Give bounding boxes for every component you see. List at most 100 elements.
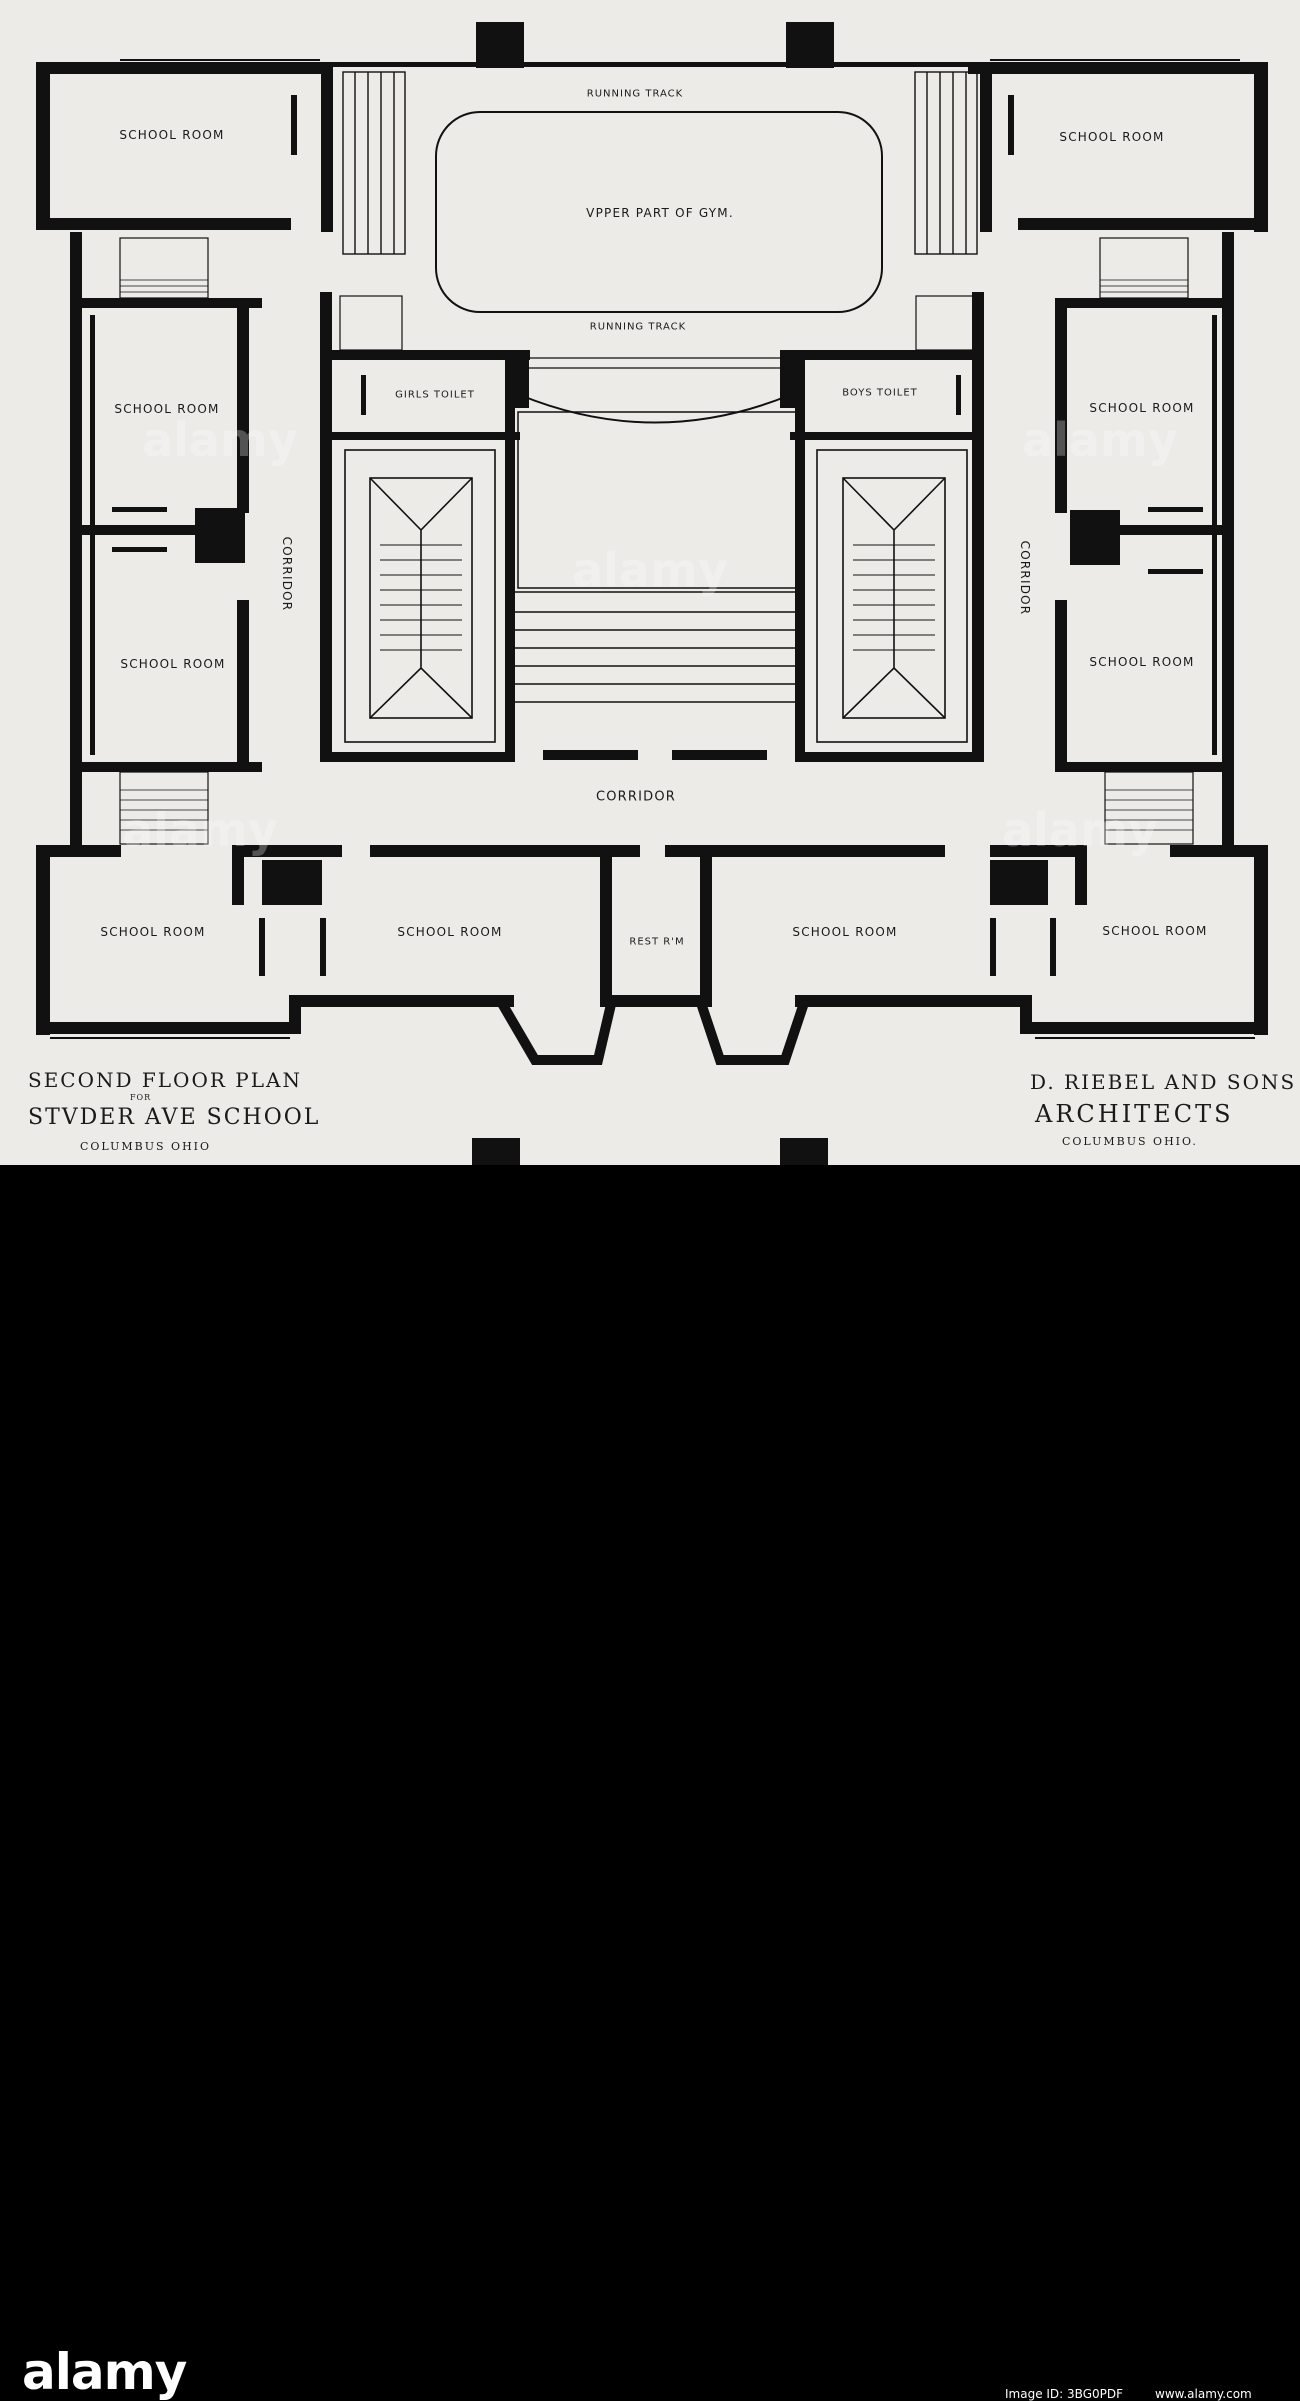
tower-pier — [472, 1138, 520, 1165]
wall — [321, 62, 333, 232]
wall — [968, 62, 1266, 74]
watermark: alamy — [1002, 803, 1158, 857]
radiator — [1148, 569, 1203, 574]
wall — [90, 315, 95, 755]
alamy-logo[interactable]: alamy — [22, 2343, 187, 2401]
wall — [36, 845, 50, 1035]
radiator — [112, 507, 167, 512]
wall — [1085, 525, 1225, 535]
bay-window-east — [695, 998, 810, 1065]
light-well-east — [816, 449, 968, 743]
watermark: alamy — [122, 803, 278, 857]
floor-plan-drawing — [36, 22, 1268, 1165]
radiator — [990, 918, 996, 976]
wall — [36, 62, 50, 230]
watermark: alamy — [1022, 413, 1178, 467]
stage-arc — [519, 394, 791, 424]
wall — [1170, 845, 1268, 857]
wall — [795, 358, 805, 756]
wall — [990, 845, 1075, 857]
wall — [795, 995, 1030, 1007]
wall — [330, 432, 520, 440]
wall — [289, 995, 514, 1007]
wall — [36, 218, 291, 230]
title-school-name: STVDER AVE SCHOOL — [28, 1105, 321, 1130]
wall — [600, 995, 712, 1007]
label-corridor-west: CORRIDOR — [280, 536, 294, 612]
watermark: alamy — [142, 413, 298, 467]
room-label-school-room-w1: SCHOOL ROOM — [114, 402, 220, 416]
room-label-school-room-s2: SCHOOL ROOM — [397, 925, 503, 939]
stair-gym-east — [915, 295, 979, 351]
radiator — [1050, 918, 1056, 976]
closet-block — [262, 860, 322, 905]
label-corridor-main: CORRIDOR — [595, 789, 677, 805]
room-label-school-room-nw: SCHOOL ROOM — [119, 128, 225, 142]
radiator — [112, 547, 167, 552]
radiator — [259, 918, 265, 976]
architect-location: COLUMBUS OHIO. — [1062, 1135, 1198, 1148]
skylight-east — [842, 477, 946, 719]
wall — [672, 750, 767, 760]
wall — [82, 298, 262, 308]
architect-name: D. RIEBEL AND SONS — [1030, 1070, 1297, 1094]
image-id-text: Image ID: 3BG0PDF — [1005, 2387, 1124, 2401]
label-upper-part-of-gym: VPPER PART OF GYM. — [586, 206, 734, 220]
wall — [700, 855, 712, 1005]
stair-east-south — [1104, 771, 1194, 845]
wall — [543, 750, 638, 760]
wall — [972, 292, 984, 762]
pier — [780, 360, 802, 408]
stage-area — [517, 411, 799, 589]
wall — [237, 600, 249, 772]
tower-pier — [780, 1138, 828, 1165]
wall — [36, 1022, 301, 1034]
architect-title: ARCHITECTS — [1035, 1100, 1234, 1128]
wall — [232, 845, 342, 857]
room-label-school-room-s3: SCHOOL ROOM — [792, 925, 898, 939]
wall — [330, 752, 515, 762]
radiator — [320, 918, 326, 976]
stair-west-north — [119, 237, 209, 299]
bleacher-steps — [515, 591, 795, 703]
wall — [237, 298, 249, 513]
wall — [505, 358, 515, 756]
radiator — [956, 375, 961, 415]
wall — [232, 845, 244, 905]
stair-west-south — [119, 771, 209, 845]
wall — [1055, 298, 1067, 513]
stock-footer: alamy Image ID: 3BG0PDF www.alamy.com — [0, 1165, 1300, 2401]
wall — [330, 350, 530, 360]
label-boys-toilet: BOYS TOILET — [842, 387, 918, 399]
radiator — [291, 95, 297, 155]
wall — [600, 855, 612, 1005]
wall — [36, 62, 331, 74]
stair-east-top — [914, 71, 978, 255]
wall — [331, 62, 971, 67]
room-label-school-room-e1: SCHOOL ROOM — [1089, 401, 1195, 415]
skylight-west — [369, 477, 473, 719]
wall — [1254, 62, 1268, 232]
tower-pier — [476, 22, 524, 68]
tower-pier — [786, 22, 834, 68]
gym-running-track-outline — [435, 111, 883, 313]
wall — [980, 62, 992, 232]
wall — [790, 432, 980, 440]
website-link[interactable]: www.alamy.com — [1155, 2387, 1252, 2401]
wall — [1020, 1022, 1268, 1034]
room-label-school-room-ne: SCHOOL ROOM — [1059, 130, 1165, 144]
stair-gym-west — [339, 295, 403, 351]
label-running-track-top: RUNNING TRACK — [586, 88, 684, 100]
pier — [507, 360, 529, 408]
closet-block — [1070, 510, 1120, 565]
wall — [665, 845, 945, 857]
room-label-rest-room: REST R'M — [629, 936, 685, 948]
wall — [370, 845, 640, 857]
wall — [1055, 298, 1230, 308]
wall — [82, 762, 262, 772]
light-well-west — [344, 449, 496, 743]
wall — [82, 525, 222, 535]
radiator — [1148, 507, 1203, 512]
closet-block — [195, 508, 245, 563]
stair-west-top — [342, 71, 406, 255]
